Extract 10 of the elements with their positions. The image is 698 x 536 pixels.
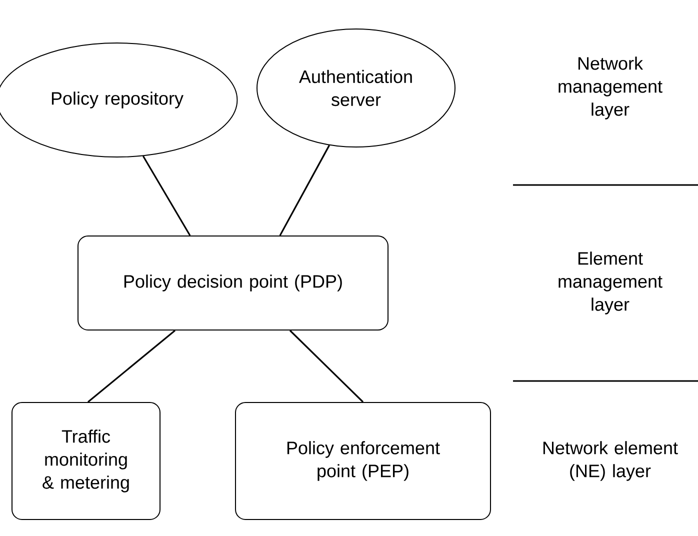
- layer-label: Element management layer: [558, 252, 662, 314]
- process-box: Policy enforcement point (PEP): [235, 402, 491, 520]
- layer-label: Network element (NE) layer: [543, 441, 678, 481]
- process-box: Policy decision point (PDP): [78, 236, 388, 330]
- connector-line: [289, 330, 364, 403]
- connector-line: [279, 144, 330, 236]
- connector-line: [88, 330, 176, 403]
- layer-label: Network management layer: [558, 56, 662, 120]
- connector-line: [142, 156, 191, 236]
- process-box: Traffic monitoring & metering: [12, 402, 160, 520]
